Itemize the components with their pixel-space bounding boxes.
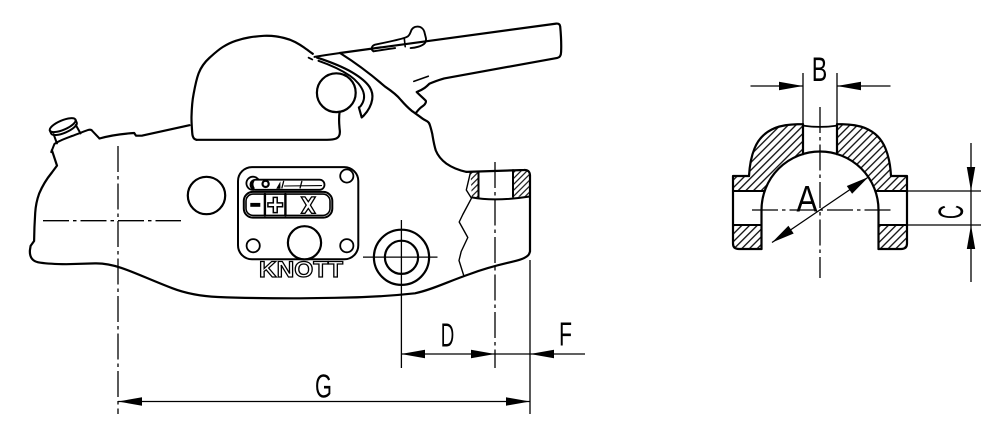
svg-text:KNOTT: KNOTT (259, 257, 344, 282)
svg-text:G: G (315, 368, 332, 405)
svg-text:D: D (441, 317, 455, 354)
svg-text:F: F (559, 316, 572, 353)
svg-text:B: B (812, 51, 828, 89)
svg-text:A: A (797, 179, 818, 220)
svg-text:C: C (932, 205, 971, 219)
